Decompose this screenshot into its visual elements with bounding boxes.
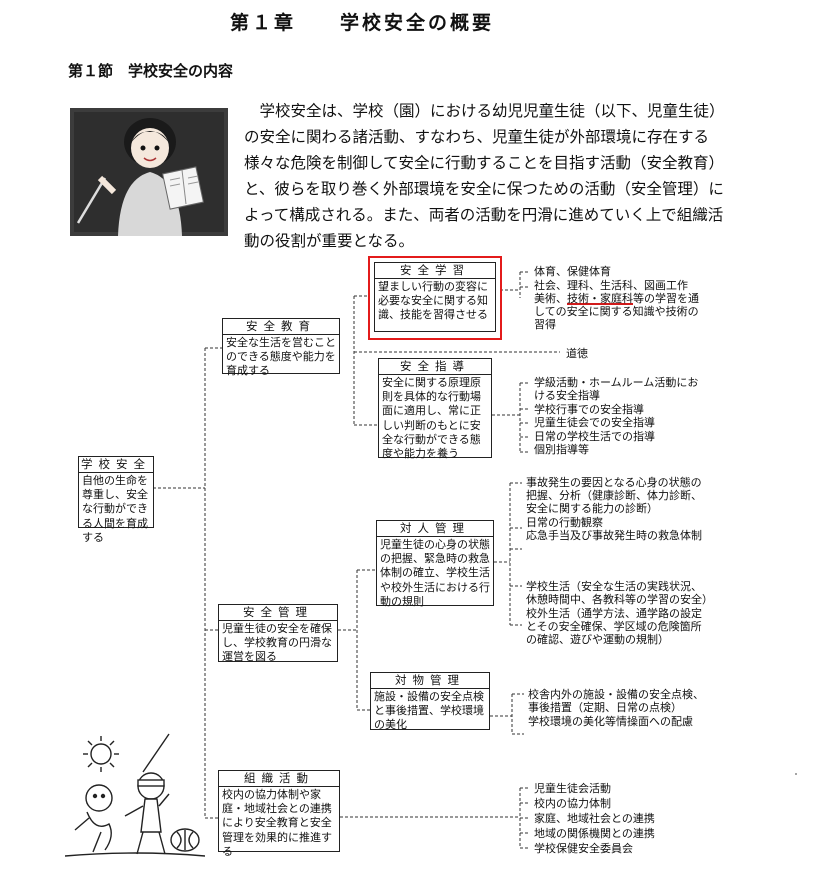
- box-title: 組織活動: [219, 771, 339, 787]
- box-title: 安全教育: [223, 319, 339, 335]
- list-item: 児童生徒会活動: [534, 782, 611, 795]
- person-list-a: 事故発生の要因となる心身の状態の把握、分析（健康診断、体力診断、安全に関する能力…: [526, 476, 712, 543]
- list-item: 家庭、地域社会との連携: [534, 812, 655, 826]
- list-item: 社会、理科、生活科、図画工作美術、技術・家庭科等の学習を通しての安全に関する知識…: [534, 278, 699, 331]
- object-management-box: 対物管理 施設・設備の安全点検と事後措置、学校環境の美化: [370, 672, 490, 731]
- list-item: 学校環境の美化等情操面への配慮: [528, 714, 693, 728]
- box-title: 安全管理: [219, 605, 337, 621]
- list-item: 個別指導等: [534, 443, 589, 456]
- box-body: 安全に関する原理原則を具体的な行動場面に適用し、常に正しい判断のもとに安全な行動…: [382, 376, 481, 461]
- list-item: 児童生徒会での安全指導: [534, 416, 655, 429]
- box-body: 校内の協力体制や家庭・地域社会との連携により安全教育と安全管理を効果的に推進する: [222, 788, 332, 858]
- box-title: 対人管理: [377, 521, 493, 537]
- box-title: 学校安全: [79, 457, 153, 473]
- section-title: 第１節 学校安全の内容: [68, 62, 234, 80]
- organization-list: 児童生徒会活動 校内の協力体制 家庭、地域社会との連携 地域の関係機関との連携 …: [534, 782, 714, 857]
- box-body: 安全な生活を営むことのできる態度や能力を育成する: [226, 336, 336, 378]
- highlight-frame: [368, 256, 502, 340]
- list-item: 学校生活（安全な生活の実践状況、休憩時間中、各教科等の学習の安全）: [526, 580, 713, 606]
- box-body: 自他の生命を尊重し、安全な行動ができる人間を育成する: [82, 474, 148, 544]
- teacher-illustration: [70, 108, 228, 236]
- list-item: 校外生活（通学方法、通学路の設定とその安全確保、学区域の危険箇所の確認、遊びや運…: [526, 606, 702, 646]
- box-body: 児童生徒の心身の状態の把握、緊急時の救急体制の確立、学校生活や校外生活における行…: [380, 538, 490, 608]
- learning-list: 体育、保健体育 社会、理科、生活科、図画工作美術、技術・家庭科等の学習を通しての…: [534, 265, 702, 331]
- guidance-list: 学級活動・ホームルーム活動における安全指導 学校行事での安全指導 児童生徒会での…: [534, 376, 706, 457]
- organization-box: 組織活動 校内の協力体制や家庭・地域社会との連携により安全教育と安全管理を効果的…: [218, 770, 340, 858]
- intro-paragraph: 学校安全は、学校（園）における幼児児童生徒（以下、児童生徒）の安全に関わる諸活動…: [244, 102, 724, 250]
- children-playing-illustration: [65, 733, 205, 857]
- chapter-title: 第１章 学校安全の概要: [230, 12, 495, 34]
- box-title: 安全学習: [375, 263, 495, 279]
- person-management-box: 対人管理 児童生徒の心身の状態の把握、緊急時の救急体制の確立、学校生活や校外生活…: [376, 520, 494, 608]
- safety-education-box: 安全教育 安全な生活を営むことのできる態度や能力を育成する: [222, 318, 340, 377]
- list-item: 応急手当及び事故発生時の救急体制: [526, 529, 702, 542]
- list-item: 日常の学校生活での指導: [534, 429, 655, 443]
- moral-item: 道徳: [566, 347, 588, 360]
- list-item: 学校行事での安全指導: [534, 402, 644, 416]
- box-body: 児童生徒の安全を確保し、学校教育の円滑な運営を図る: [222, 622, 332, 664]
- list-item: 体育、保健体育: [534, 265, 611, 278]
- safety-learning-box: 安全学習 望ましい行動の変容に必要な安全に関する知識、技能を習得させる: [374, 262, 496, 332]
- underlined-text: 技術・家庭科: [567, 291, 633, 305]
- scan-speck: [795, 773, 797, 775]
- safety-management-box: 安全管理 児童生徒の安全を確保し、学校教育の円滑な運営を図る: [218, 604, 338, 663]
- box-body: 施設・設備の安全点検と事後措置、学校環境の美化: [374, 690, 484, 732]
- list-item: 学級活動・ホームルーム活動における安全指導: [534, 376, 699, 402]
- box-title: 安全指導: [379, 359, 491, 375]
- person-list-b: 学校生活（安全な生活の実践状況、休憩時間中、各教科等の学習の安全） 校外生活（通…: [526, 580, 713, 646]
- list-item: 日常の行動観察: [526, 515, 603, 529]
- school-safety-box: 学校安全 自他の生命を尊重し、安全な行動ができる人間を育成する: [78, 456, 154, 544]
- box-title: 対物管理: [371, 673, 489, 689]
- list-item: 校舎内外の施設・設備の安全点検、事後措置（定期、日常の点検）: [528, 688, 704, 714]
- list-item: 学校保健安全委員会: [534, 842, 633, 856]
- object-list: 校舎内外の施設・設備の安全点検、事後措置（定期、日常の点検） 学校環境の美化等情…: [528, 688, 714, 728]
- box-body: 望ましい行動の変容に必要な安全に関する知識、技能を習得させる: [378, 280, 488, 322]
- safety-guidance-box: 安全指導 安全に関する原理原則を具体的な行動場面に適用し、常に正しい判断のもとに…: [378, 358, 492, 460]
- list-item: 校内の協力体制: [534, 797, 611, 811]
- list-item: 地域の関係機関との連携: [534, 827, 655, 841]
- list-item: 事故発生の要因となる心身の状態の把握、分析（健康診断、体力診断、安全に関する能力…: [526, 476, 702, 515]
